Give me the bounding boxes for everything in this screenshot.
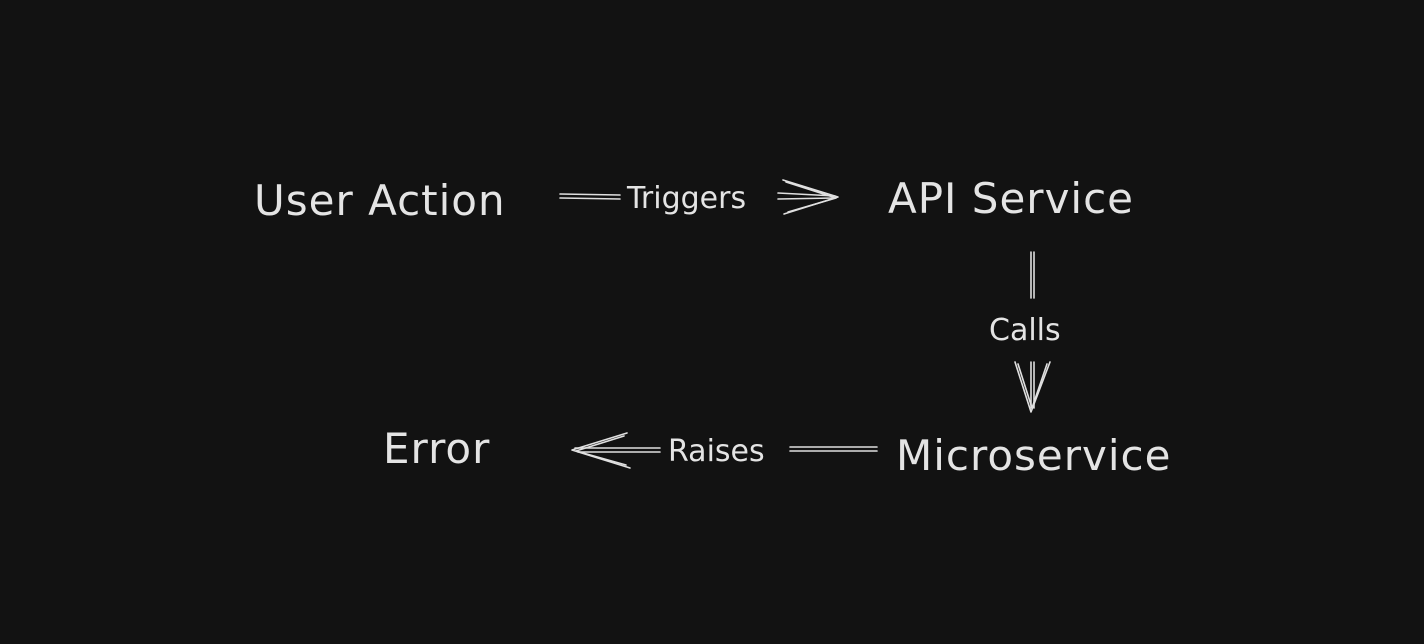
- edge-triggers: Triggers: [559, 179, 839, 216]
- arrowhead-right-icon-2: [785, 181, 837, 213]
- edge-calls: Calls: [989, 251, 1061, 413]
- arrowhead-down-icon: [1014, 361, 1051, 413]
- arrowhead-left-icon: [571, 432, 631, 469]
- arrowhead-down-icon-2: [1017, 363, 1048, 409]
- node-user-action: User Action: [254, 176, 506, 225]
- edge-calls-label: Calls: [989, 313, 1061, 348]
- edge-triggers-line-right: [777, 192, 836, 197]
- node-microservice: Microservice: [896, 431, 1171, 480]
- edge-triggers-label: Triggers: [626, 181, 746, 216]
- edge-raises: Raises: [571, 432, 878, 469]
- edge-triggers-line-right-2: [777, 197, 836, 200]
- arrowhead-right-icon: [782, 179, 839, 215]
- arrowhead-left-icon-2: [575, 435, 627, 466]
- node-error: Error: [383, 424, 490, 473]
- edge-raises-label: Raises: [668, 434, 765, 469]
- edge-triggers-line-left: [559, 193, 621, 196]
- node-api-service: API Service: [888, 174, 1134, 223]
- edge-triggers-line-left-2: [559, 197, 621, 200]
